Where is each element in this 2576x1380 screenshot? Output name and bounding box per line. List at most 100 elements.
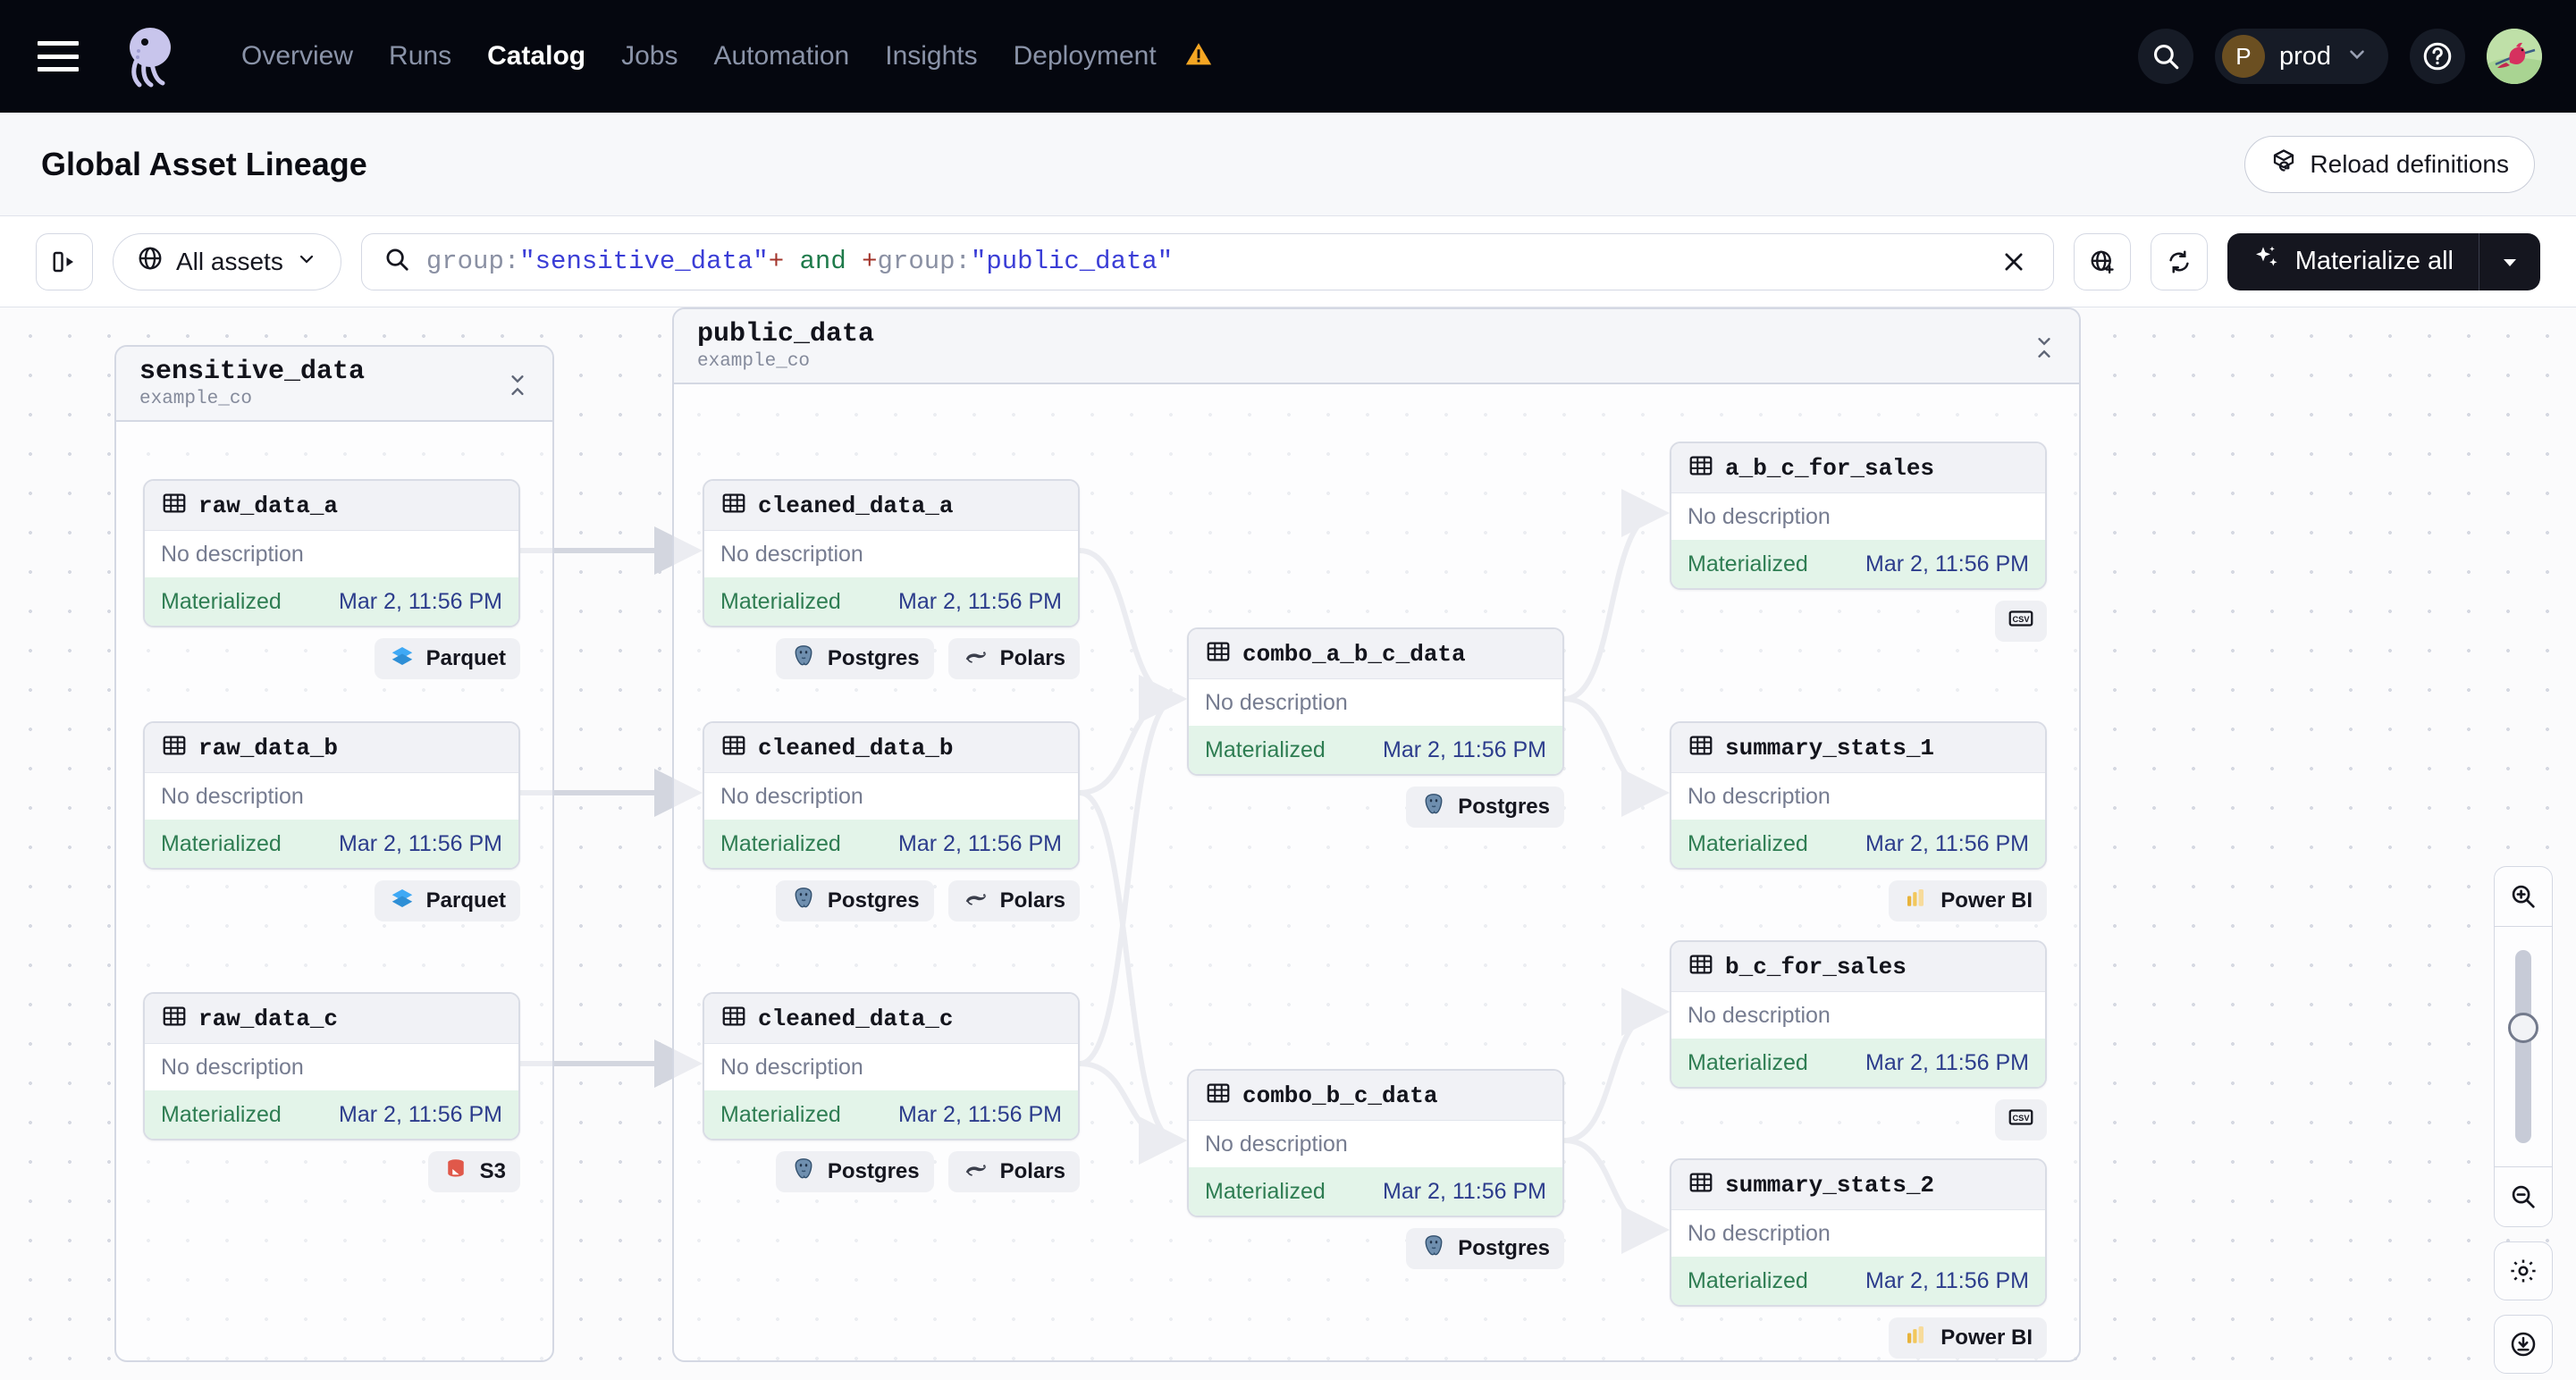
- close-icon[interactable]: [1991, 239, 2037, 285]
- tag-postgres[interactable]: Postgres: [775, 638, 934, 679]
- reload-definitions-label: Reload definitions: [2310, 149, 2509, 178]
- collapse-vertical-icon[interactable]: [506, 370, 529, 405]
- csv-icon: CSV: [2008, 1104, 2034, 1137]
- materialize-all-button[interactable]: Materialize all: [2227, 232, 2540, 290]
- asset-node-header: b_c_for_sales: [1671, 942, 2045, 992]
- asset-group-subtitle: example_co: [697, 351, 811, 372]
- download-icon[interactable]: [2494, 1315, 2553, 1374]
- polars-icon: [963, 643, 989, 676]
- asset-node-name: raw_data_c: [198, 1005, 339, 1032]
- tag-power-bi[interactable]: Power BI: [1889, 1317, 2047, 1359]
- asset-node-description: No description: [1671, 493, 2045, 540]
- tag-polars[interactable]: Polars: [947, 880, 1080, 921]
- tag-postgres[interactable]: Postgres: [1406, 787, 1564, 828]
- materialize-all-caret[interactable]: [2479, 232, 2540, 290]
- tag-s3[interactable]: S3: [427, 1151, 520, 1192]
- tag-postgres[interactable]: Postgres: [1406, 1228, 1564, 1269]
- asset-filter-dropdown[interactable]: All assets: [113, 232, 341, 290]
- svg-text:CSV: CSV: [2012, 614, 2030, 623]
- nav-link-runs[interactable]: Runs: [389, 41, 452, 71]
- lineage-toolbar: All assets group:"sensitive_data"+ and +…: [0, 216, 2576, 307]
- table-icon: [720, 1003, 747, 1034]
- tag-label: Postgres: [1458, 795, 1550, 819]
- powerbi-icon: [1903, 1322, 1930, 1355]
- search-icon[interactable]: [2137, 29, 2193, 84]
- gear-icon[interactable]: [2494, 1241, 2553, 1300]
- nav-link-deployment[interactable]: Deployment: [1013, 41, 1157, 71]
- chevron-down-icon: [296, 248, 317, 276]
- tag-polars[interactable]: Polars: [947, 638, 1080, 679]
- hamburger-menu-icon[interactable]: [38, 41, 79, 72]
- refresh-icon[interactable]: [2150, 232, 2208, 290]
- zoom-slider[interactable]: [2495, 926, 2552, 1167]
- status-badge: Materialized: [1688, 1049, 1808, 1075]
- table-icon: [1205, 1080, 1232, 1111]
- panel-toggle-icon[interactable]: [36, 232, 93, 290]
- nav-link-insights[interactable]: Insights: [885, 41, 978, 71]
- tag-postgres[interactable]: Postgres: [775, 880, 934, 921]
- query-token-key: group:: [877, 247, 971, 276]
- collapse-vertical-icon[interactable]: [2033, 332, 2056, 367]
- nav-link-automation[interactable]: Automation: [713, 41, 850, 71]
- tag-csv[interactable]: CSV: [1995, 1099, 2047, 1140]
- page-header: Global Asset Lineage Reload definitions: [0, 113, 2576, 216]
- tag-power-bi[interactable]: Power BI: [1889, 880, 2047, 921]
- asset-node-description: No description: [1189, 1121, 1562, 1167]
- tag-parquet[interactable]: Parquet: [374, 638, 520, 679]
- search-input[interactable]: group:"sensitive_data"+ and +group:"publ…: [360, 232, 2054, 290]
- tag-label: Postgres: [1458, 1236, 1550, 1260]
- s3-icon: [442, 1156, 469, 1189]
- page-title: Global Asset Lineage: [41, 145, 367, 182]
- asset-node-name: cleaned_data_a: [758, 492, 954, 519]
- dagster-logo[interactable]: [118, 24, 182, 88]
- tag-label: Postgres: [827, 888, 920, 913]
- sparkle-icon: [2252, 244, 2281, 280]
- asset-node-tags: Power BI: [1670, 1317, 2047, 1359]
- zoom-slider-thumb[interactable]: [2508, 1013, 2538, 1043]
- table-icon: [720, 732, 747, 763]
- asset-node-description: No description: [145, 531, 518, 577]
- zoom-in-icon[interactable]: [2495, 867, 2552, 926]
- tag-polars[interactable]: Polars: [947, 1151, 1080, 1192]
- help-circle-icon[interactable]: [2410, 29, 2465, 84]
- asset-node-timestamp: Mar 2, 11:56 PM: [339, 830, 502, 856]
- status-badge: Materialized: [1688, 551, 1808, 576]
- nav-link-overview[interactable]: Overview: [241, 41, 354, 71]
- nav-link-jobs[interactable]: Jobs: [621, 41, 678, 71]
- tag-postgres[interactable]: Postgres: [775, 1151, 934, 1192]
- materialize-all-label: Materialize all: [2294, 247, 2454, 275]
- nav-link-catalog[interactable]: Catalog: [487, 41, 586, 71]
- tag-csv[interactable]: CSV: [1995, 601, 2047, 642]
- globe-plus-icon[interactable]: [2073, 232, 2131, 290]
- zoom-out-icon[interactable]: [2495, 1167, 2552, 1226]
- globe-icon: [137, 245, 164, 278]
- deployment-selector[interactable]: P prod: [2214, 29, 2388, 84]
- avatar[interactable]: [2487, 29, 2542, 84]
- asset-node-timestamp: Mar 2, 11:56 PM: [1865, 830, 2029, 856]
- asset-node-timestamp: Mar 2, 11:56 PM: [339, 1101, 502, 1127]
- tag-parquet[interactable]: Parquet: [374, 880, 520, 921]
- reload-definitions-button[interactable]: Reload definitions: [2244, 135, 2535, 193]
- asset-node-name: raw_data_b: [198, 734, 339, 762]
- asset-node-timestamp: Mar 2, 11:56 PM: [898, 830, 1062, 856]
- asset-node-tags: Power BI: [1670, 880, 2047, 921]
- asset-node-name: summary_stats_1: [1725, 734, 1935, 762]
- tag-label: Power BI: [1940, 1325, 2033, 1350]
- materialize-all-main[interactable]: Materialize all: [2227, 244, 2479, 280]
- asset-node-name: cleaned_data_c: [758, 1005, 954, 1032]
- deployment-avatar: P: [2221, 35, 2265, 78]
